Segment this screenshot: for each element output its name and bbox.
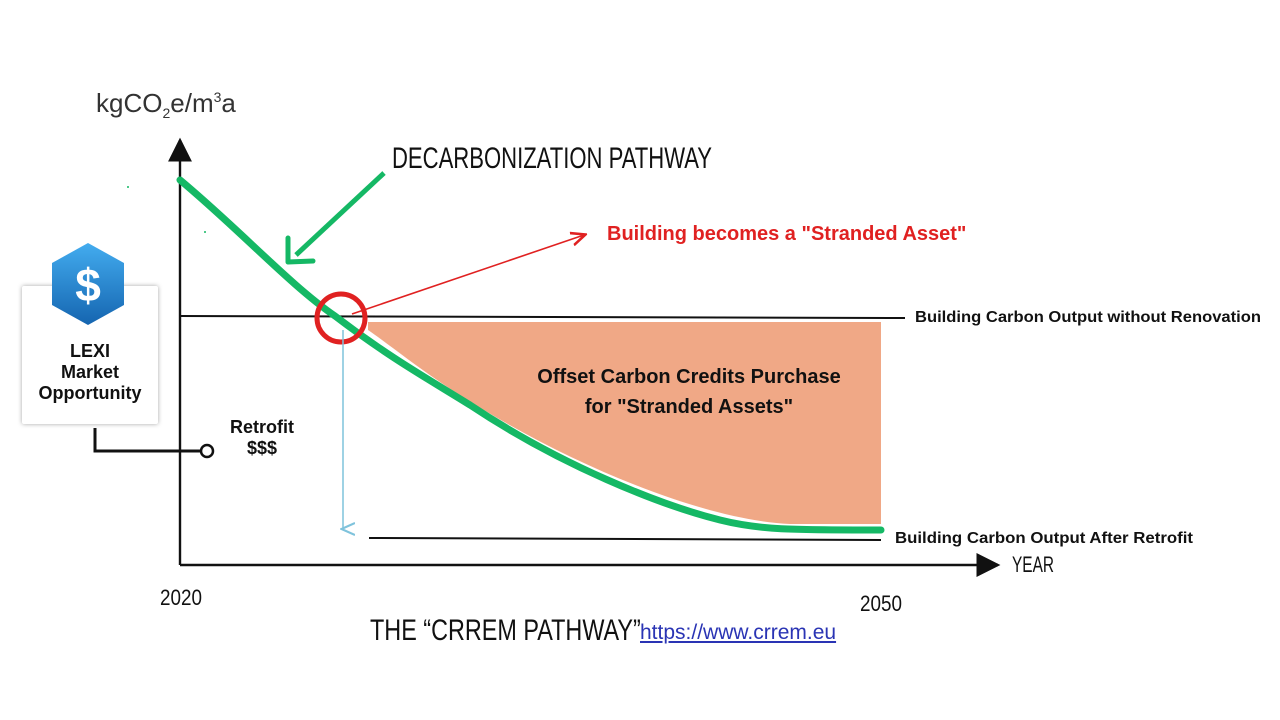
dollar-hexagon-icon: $ [52, 243, 124, 325]
lexi-connector [93, 428, 200, 453]
x-tick-2020: 2020 [160, 585, 202, 610]
after-retrofit-label: Building Carbon Output After Retrofit [895, 530, 1193, 547]
crrem-url-link[interactable]: https://www.crrem.eu [640, 621, 837, 644]
offset-credits-area [368, 322, 881, 524]
pathway-pointer-arrowhead [285, 235, 316, 265]
y-axis-label: kgCO2e/m3a [96, 88, 236, 121]
lexi-connector-node [199, 443, 215, 459]
pathway-pointer-arrow [294, 171, 386, 257]
lexi-label-line3: Opportunity [38, 383, 142, 403]
after-retrofit-line [368, 537, 882, 541]
footer-title: THE “CRREM PATHWAY” [370, 614, 641, 647]
stranded-asset-label: Building becomes a "Stranded Asset" [607, 223, 966, 245]
offset-label-line1: Offset Carbon Credits Purchase [537, 366, 840, 388]
without-renovation-label: Building Carbon Output without Renovatio… [915, 309, 1261, 326]
without-renovation-line [179, 315, 906, 319]
x-tick-2050: 2050 [860, 591, 902, 616]
offset-label-line2: for "Stranded Assets" [585, 396, 793, 418]
retrofit-label-line2: $$$ [247, 438, 277, 458]
x-axis-label: YEAR [1012, 552, 1054, 577]
decarbonization-pathway-curve [176, 176, 885, 534]
lexi-label-line1: LEXI [69, 341, 110, 361]
retrofit-label-line1: Retrofit [230, 417, 294, 437]
stray-dot [204, 231, 206, 233]
pathway-label: DECARBONIZATION PATHWAY [392, 142, 712, 175]
svg-text:$: $ [75, 259, 101, 311]
lexi-label: LEXI Market Opportunity [22, 341, 158, 404]
stray-dot [127, 186, 129, 188]
stranded-asset-arrow [351, 235, 584, 315]
lexi-label-line2: Market [60, 362, 120, 382]
stranded-point-circle [314, 291, 368, 345]
